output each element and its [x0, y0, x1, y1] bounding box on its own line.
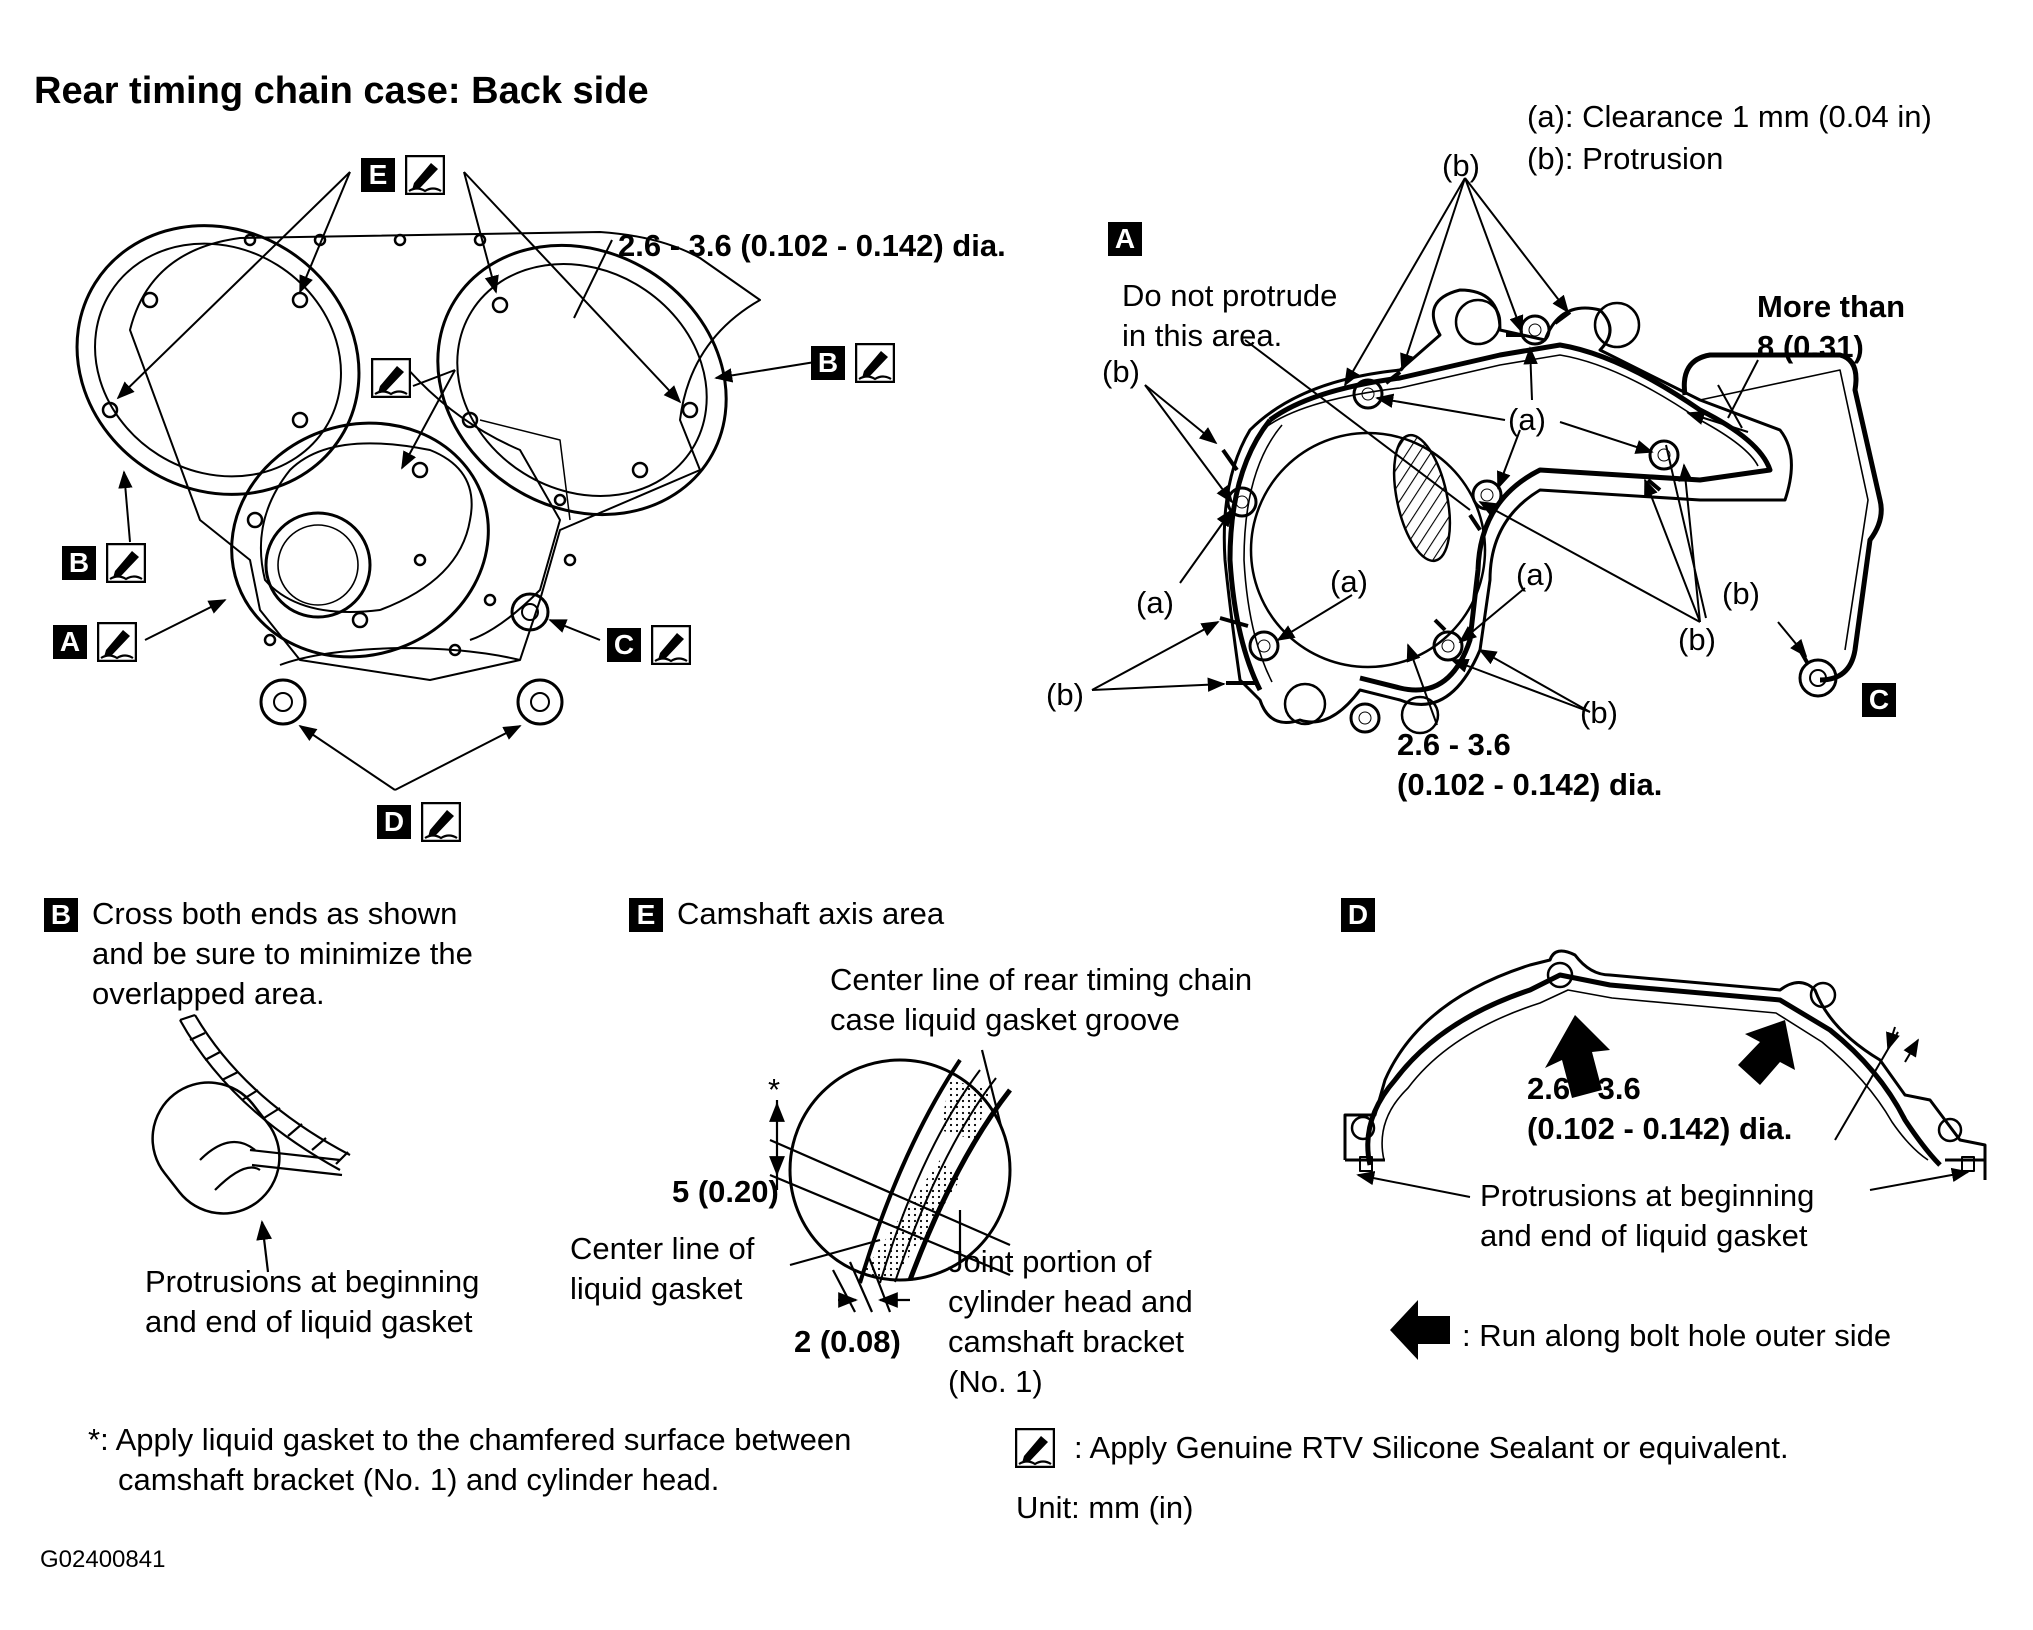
left-view-dim: 2.6 - 3.6 (0.102 - 0.142) dia.	[618, 228, 1006, 263]
section-e-drawing	[769, 1049, 1012, 1313]
sealant-note: : Apply Genuine RTV Silicone Sealant or …	[1074, 1430, 1789, 1465]
figure-id: G02400841	[40, 1546, 166, 1573]
section-d-dim: 2.6 - 3.6	[1527, 1071, 1641, 1106]
center-line-groove-label: case liquid gasket groove	[830, 1002, 1180, 1037]
joint-portion-label: (No. 1)	[948, 1364, 1043, 1399]
sealant-pen-icon	[421, 802, 461, 842]
do-not-protrude-label: Do not protrude	[1122, 278, 1338, 313]
center-line-gasket-label: liquid gasket	[570, 1271, 743, 1306]
protrusion-callout: (b)	[1580, 695, 1618, 730]
center-line-gasket-label: Center line of	[570, 1231, 755, 1266]
view-a-leaders	[1091, 177, 1808, 726]
section-d-note: Protrusions at beginning	[1480, 1178, 1815, 1213]
sealant-pen-icon	[106, 543, 146, 583]
section-b-heading: and be sure to minimize the	[92, 936, 473, 971]
legend-clearance: (a): Clearance 1 mm (0.04 in)	[1527, 99, 1932, 134]
callout-e-box: E	[361, 158, 395, 192]
clearance-callout: (a)	[1136, 585, 1174, 620]
case-overview-leaders	[116, 171, 816, 791]
sealant-pen-icon	[97, 622, 137, 662]
page-title: Rear timing chain case: Back side	[34, 70, 649, 112]
callout-a-box: A	[53, 625, 87, 659]
section-d-leaders	[1356, 1026, 1970, 1198]
case-overview-drawing	[75, 224, 761, 726]
dim-2mm: 2 (0.08)	[794, 1324, 901, 1359]
run-along-note: : Run along bolt hole outer side	[1462, 1318, 1892, 1353]
unit-note: Unit: mm (in)	[1016, 1490, 1194, 1525]
protrusion-callout: (b)	[1722, 576, 1760, 611]
protrusion-callout: (b)	[1442, 148, 1480, 183]
sealant-pen-icon	[855, 343, 895, 383]
section-b-heading: Cross both ends as shown	[92, 896, 458, 931]
footnote-line: *: Apply liquid gasket to the chamfered …	[88, 1422, 852, 1457]
protrusion-callout: (b)	[1102, 354, 1140, 389]
more-than-label: More than	[1757, 289, 1906, 324]
callout-e-box: E	[629, 898, 663, 932]
callout-c-box: C	[607, 628, 641, 662]
section-d-note: and end of liquid gasket	[1480, 1218, 1808, 1253]
protrusion-callout: (b)	[1046, 677, 1084, 712]
callout-d-box: D	[377, 805, 411, 839]
footnote-star: *	[768, 1072, 781, 1107]
clearance-callout: (a)	[1508, 402, 1546, 437]
callout-b-box: B	[44, 898, 78, 932]
center-line-groove-label: Center line of rear timing chain	[830, 962, 1253, 997]
do-not-protrude-label: in this area.	[1122, 318, 1283, 353]
legend-protrusion: (b): Protrusion	[1527, 141, 1724, 176]
joint-portion-label: camshaft bracket	[948, 1324, 1185, 1359]
callout-b-box: B	[811, 346, 845, 380]
clearance-callout: (a)	[1516, 557, 1554, 592]
dim-5mm: 5 (0.20)	[672, 1174, 779, 1209]
callout-d-box: D	[1341, 898, 1375, 932]
sealant-pen-icon	[371, 358, 411, 398]
section-e-heading: Camshaft axis area	[677, 896, 945, 931]
protrusion-callout: (b)	[1678, 622, 1716, 657]
sealant-pen-icon	[651, 625, 691, 665]
run-along-arrows	[1390, 1015, 1795, 1360]
section-d-dim: (0.102 - 0.142) dia.	[1527, 1111, 1793, 1146]
section-b-drawing	[151, 1013, 351, 1273]
view-a-dim: 2.6 - 3.6	[1397, 727, 1511, 762]
more-than-value: 8 (0.31)	[1757, 329, 1864, 364]
section-b-note: Protrusions at beginning	[145, 1264, 480, 1299]
view-a-dim: (0.102 - 0.142) dia.	[1397, 767, 1663, 802]
section-b-heading: overlapped area.	[92, 976, 325, 1011]
section-d-drawing	[1343, 949, 1987, 1180]
callout-b-box: B	[62, 546, 96, 580]
sealant-pen-icon	[1015, 1428, 1055, 1468]
callout-a-box: A	[1108, 222, 1142, 256]
sealant-pen-icon	[405, 155, 445, 195]
section-b-note: and end of liquid gasket	[145, 1304, 473, 1339]
joint-portion-label: Joint portion of	[948, 1244, 1152, 1279]
callout-c-box: C	[1862, 683, 1896, 717]
joint-portion-label: cylinder head and	[948, 1284, 1193, 1319]
clearance-callout: (a)	[1330, 564, 1368, 599]
footnote-line: camshaft bracket (No. 1) and cylinder he…	[118, 1462, 720, 1497]
